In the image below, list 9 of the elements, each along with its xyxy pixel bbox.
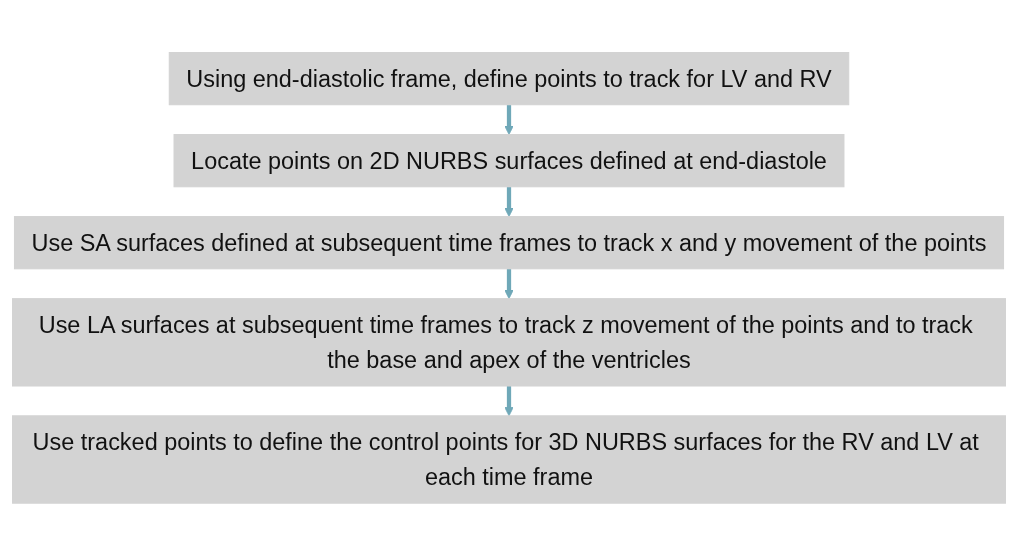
node-box: Use tracked points to define the control points for 3D NURBS surfaces for the RV and LV at each time frame [12, 415, 1006, 504]
arrow [504, 186, 514, 218]
node-box: Using end-diastolic frame, define points to track for LV and RV [168, 52, 850, 106]
node-box: Use SA surfaces defined at subsequent time frames to track x and y movement of the points [13, 216, 1005, 270]
arrow [504, 268, 514, 300]
arrow [504, 386, 514, 417]
node-box: Locate points on 2D NURBS surfaces defined at end-diastole [173, 134, 845, 188]
node-box: Use LA surfaces at subsequent time frames to track z movement of the points and to track the base and apex of the ventricles [12, 298, 1006, 387]
arrow [504, 104, 514, 136]
